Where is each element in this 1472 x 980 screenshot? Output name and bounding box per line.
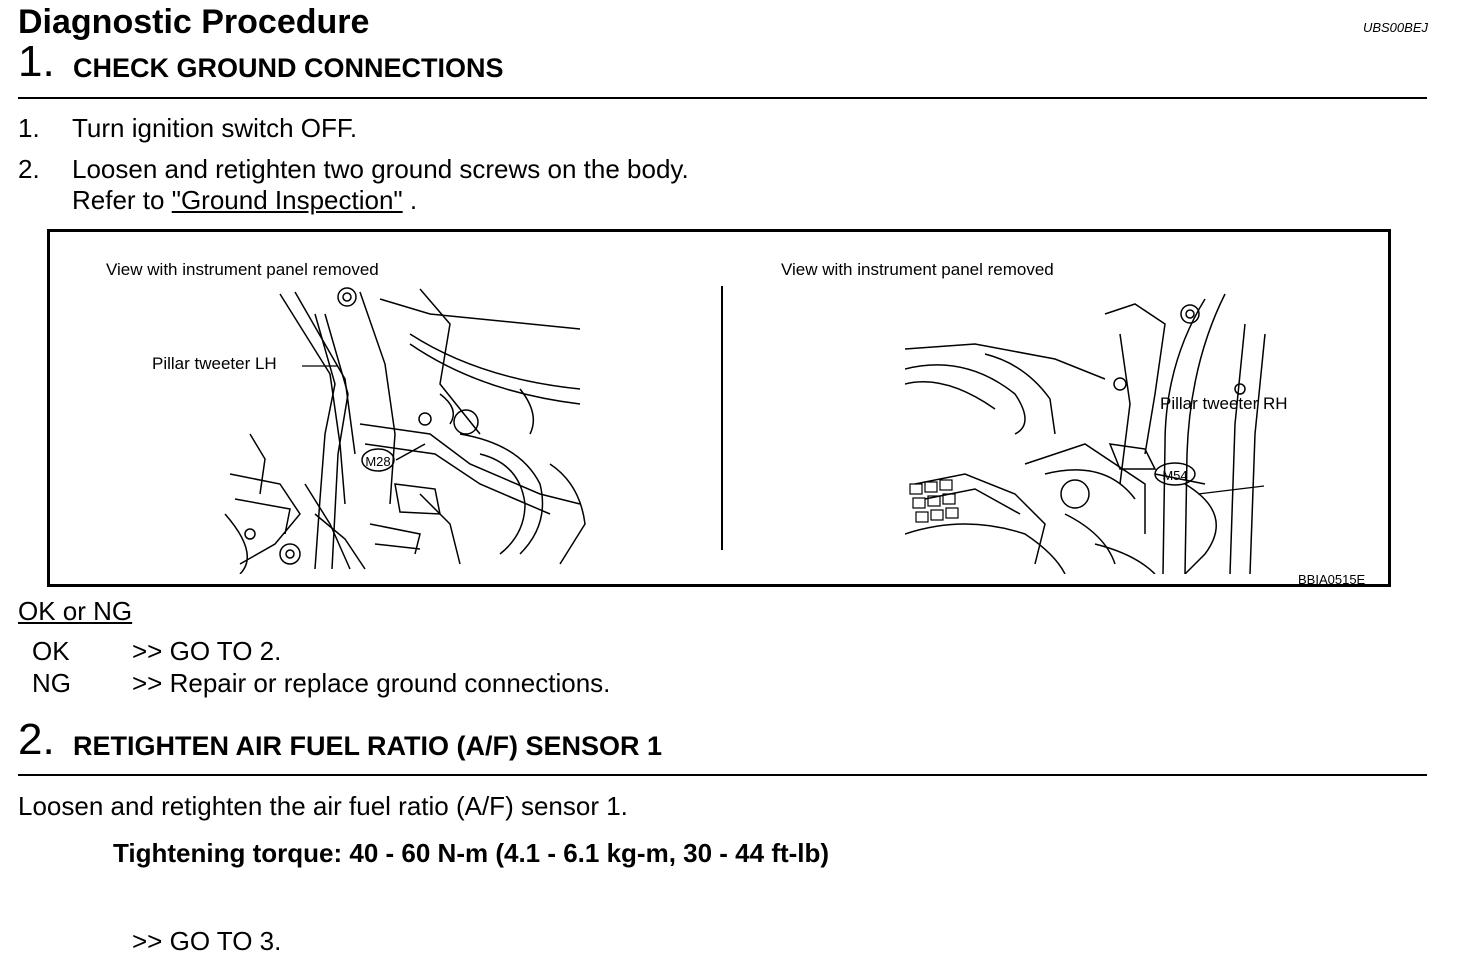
left-view-caption: View with instrument panel removed [106,260,379,279]
left-callout-leader [302,365,338,367]
left-ground-illustration: M28 [224,287,586,574]
tightening-torque: Tightening torque: 40 - 60 N-m (4.1 - 6.… [113,838,830,868]
result-ok-action: >> GO TO 2. [132,636,282,666]
step-2-number: 2. [18,715,55,764]
refer-line: Refer to "Ground Inspection" . [72,184,417,216]
right-ground-illustration: M54 [905,293,1266,574]
refer-suffix: . [402,185,418,215]
step-1-item-1-number: 1. [18,113,40,143]
step-2-title: RETIGHTEN AIR FUEL RATIO (A/F) SENSOR 1 [73,731,663,761]
step-1-item-1-text: Turn ignition switch OFF. [72,113,358,143]
left-connector-label: M28 [365,454,390,469]
step-1-item-2-number: 2. [18,154,40,184]
right-tweeter-callout: Pillar tweeter RH [1160,394,1288,413]
figure-divider [721,286,723,550]
step-1-title: CHECK GROUND CONNECTIONS [73,53,504,83]
step-1-item-2-text: Loosen and retighten two ground screws o… [72,154,689,184]
result-heading: OK or NG [18,596,133,626]
right-callout-leader [1198,485,1265,495]
step-2-divider [18,774,1427,776]
result-ng-action: >> Repair or replace ground connections. [132,668,611,698]
ground-location-figure: View with instrument panel removed View … [47,229,1391,587]
result-ok-label: OK [32,636,70,666]
figure-code: BBIA0515E [1298,572,1366,587]
step-1-divider [18,97,1427,99]
step-2-text: Loosen and retighten the air fuel ratio … [18,791,628,821]
refer-prefix: Refer to [72,185,172,215]
step-1-number: 1. [18,37,55,86]
right-connector-label: M54 [1162,468,1187,483]
page-title: Diagnostic Procedure [18,3,370,41]
left-tweeter-callout: Pillar tweeter LH [152,354,277,373]
right-view-caption: View with instrument panel removed [781,260,1054,279]
document-code: UBS00BEJ [1362,20,1428,35]
ground-inspection-link[interactable]: "Ground Inspection" [171,185,403,215]
result-ng-label: NG [32,668,71,698]
step-2-next: >> GO TO 3. [132,926,282,956]
